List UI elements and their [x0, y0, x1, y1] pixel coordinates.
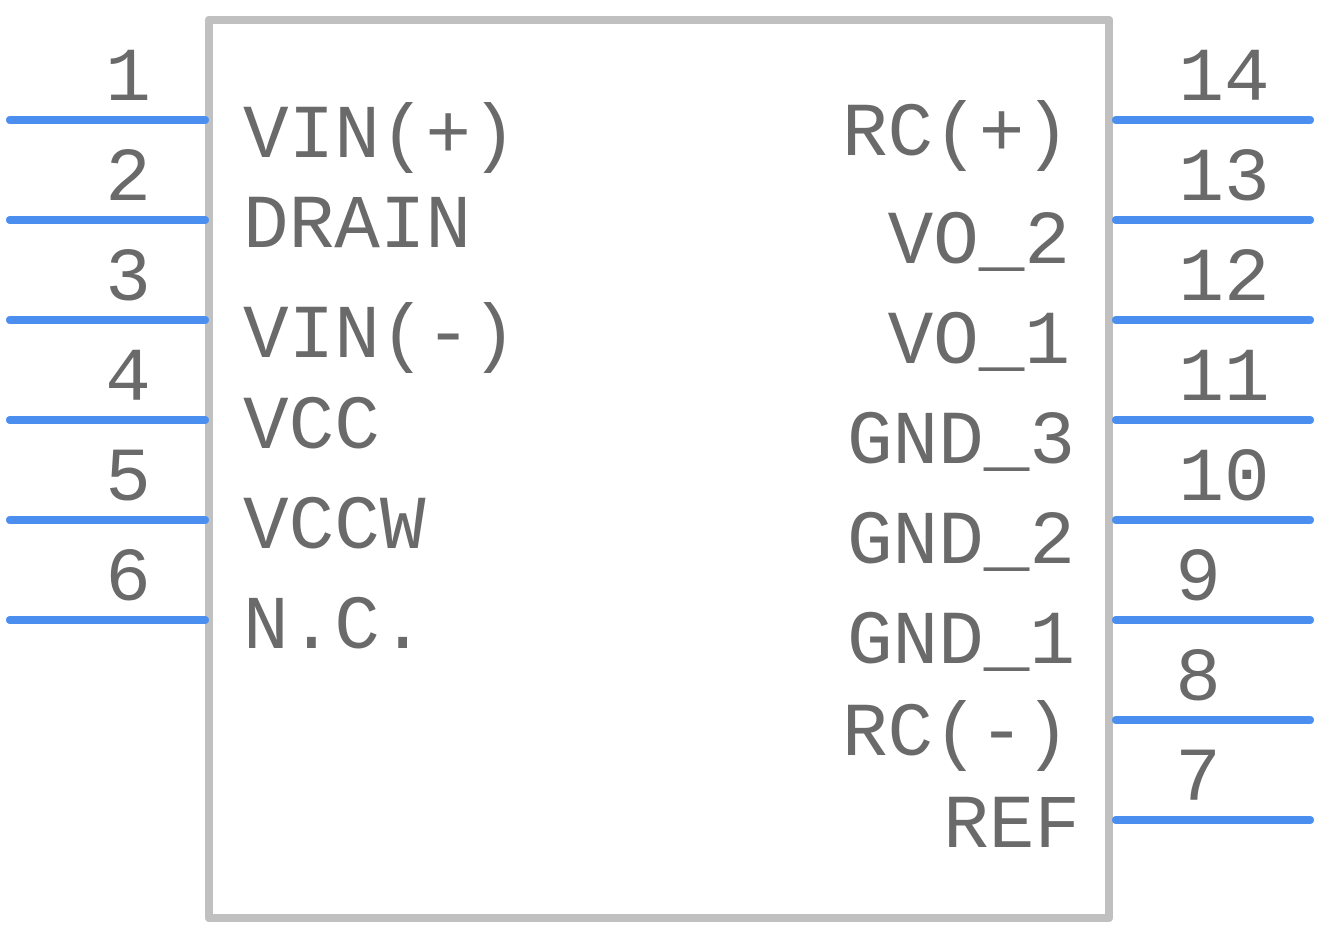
pin-3-number: 3 — [105, 237, 151, 323]
pin-9-number: 9 — [1175, 537, 1221, 623]
pin-1: 1 VIN(+) — [6, 37, 517, 180]
pin-2-name: DRAIN — [243, 184, 471, 270]
pin-5: 5 VCCW — [6, 437, 426, 571]
pin-11-number: 11 — [1178, 337, 1269, 423]
pin-12: 12 VO_1 — [888, 237, 1314, 386]
pin-8: 8 RC(-) — [842, 637, 1314, 778]
pin-14: 14 RC(+) — [842, 37, 1314, 178]
pin-2: 2 DRAIN — [6, 137, 471, 270]
pin-5-name: VCCW — [243, 485, 426, 571]
pin-6: 6 N.C. — [6, 537, 425, 671]
pin-6-number: 6 — [105, 537, 151, 623]
pin-7-number: 7 — [1175, 737, 1221, 823]
pin-13: 13 VO_2 — [888, 137, 1314, 286]
pin-3-name: VIN(-) — [243, 294, 517, 380]
pin-7-name: REF — [943, 784, 1080, 870]
pin-11-name: GND_3 — [847, 400, 1075, 486]
pin-8-number: 8 — [1175, 637, 1221, 723]
pin-12-number: 12 — [1178, 237, 1269, 323]
pin-14-number: 14 — [1178, 37, 1269, 123]
pin-4: 4 VCC — [6, 337, 380, 471]
pin-9-name: GND_1 — [847, 600, 1075, 686]
pin-10-number: 10 — [1178, 437, 1269, 523]
pin-5-number: 5 — [105, 437, 151, 523]
pin-1-name: VIN(+) — [243, 94, 517, 180]
pin-3: 3 VIN(-) — [6, 237, 517, 380]
pin-7: 7 REF — [943, 737, 1314, 870]
pin-9: 9 GND_1 — [847, 537, 1314, 686]
right-pin-group: 14 RC(+) 13 VO_2 12 VO_1 11 GND_3 10 GND… — [842, 37, 1314, 870]
pin-10: 10 GND_2 — [847, 437, 1314, 586]
pin-14-name: RC(+) — [842, 92, 1070, 178]
pin-1-number: 1 — [105, 37, 151, 123]
pin-2-number: 2 — [105, 137, 151, 223]
left-pin-group: 1 VIN(+) 2 DRAIN 3 VIN(-) 4 VCC 5 VCCW 6… — [6, 37, 517, 671]
pin-4-number: 4 — [105, 337, 151, 423]
pin-11: 11 GND_3 — [847, 337, 1314, 486]
pin-4-name: VCC — [243, 385, 380, 471]
pin-13-name: VO_2 — [888, 200, 1070, 286]
pin-6-name: N.C. — [243, 585, 425, 671]
pin-8-name: RC(-) — [842, 692, 1070, 778]
pin-10-name: GND_2 — [847, 500, 1075, 586]
component-body — [205, 16, 1113, 922]
pin-13-number: 13 — [1178, 137, 1269, 223]
pin-12-name: VO_1 — [888, 300, 1070, 386]
